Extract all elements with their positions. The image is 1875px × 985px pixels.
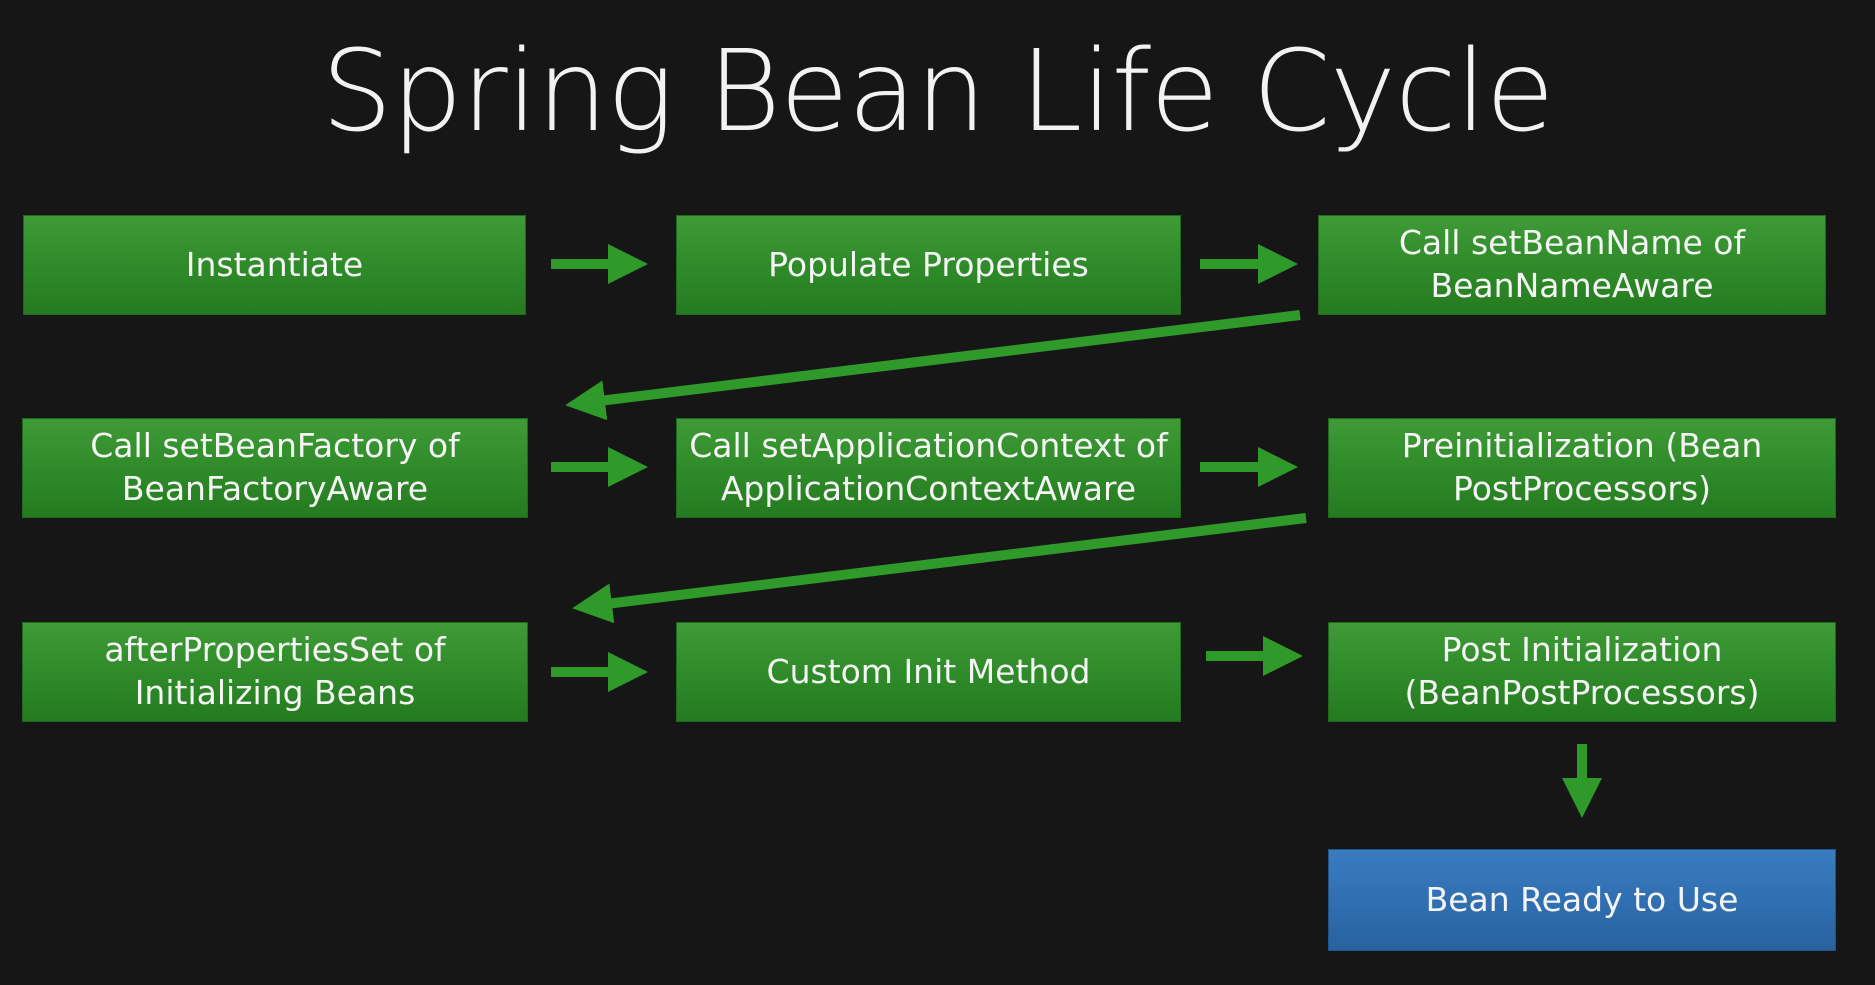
step-bean-ready: Bean Ready to Use (1328, 849, 1836, 951)
slide-title: Spring Bean Life Cycle (321, 27, 1554, 157)
step-set-application-context: Call setApplicationContext of Applicatio… (676, 418, 1181, 518)
step-set-bean-name: Call setBeanName of BeanNameAware (1318, 215, 1826, 315)
arrow-set-bean-name-to-set-bean-factory (565, 310, 1301, 421)
step-instantiate: Instantiate (23, 215, 526, 315)
step-set-bean-factory: Call setBeanFactory of BeanFactoryAware (22, 418, 528, 518)
arrow-preinitialization-to-after-properties-set (572, 513, 1307, 624)
step-preinitialization: Preinitialization (Bean PostProcessors) (1328, 418, 1836, 518)
step-custom-init-method: Custom Init Method (676, 622, 1181, 722)
step-post-initialization: Post Initialization (BeanPostProcessors) (1328, 622, 1836, 722)
step-after-properties-set: afterPropertiesSet of Initializing Beans (22, 622, 528, 722)
step-populate-properties: Populate Properties (676, 215, 1181, 315)
